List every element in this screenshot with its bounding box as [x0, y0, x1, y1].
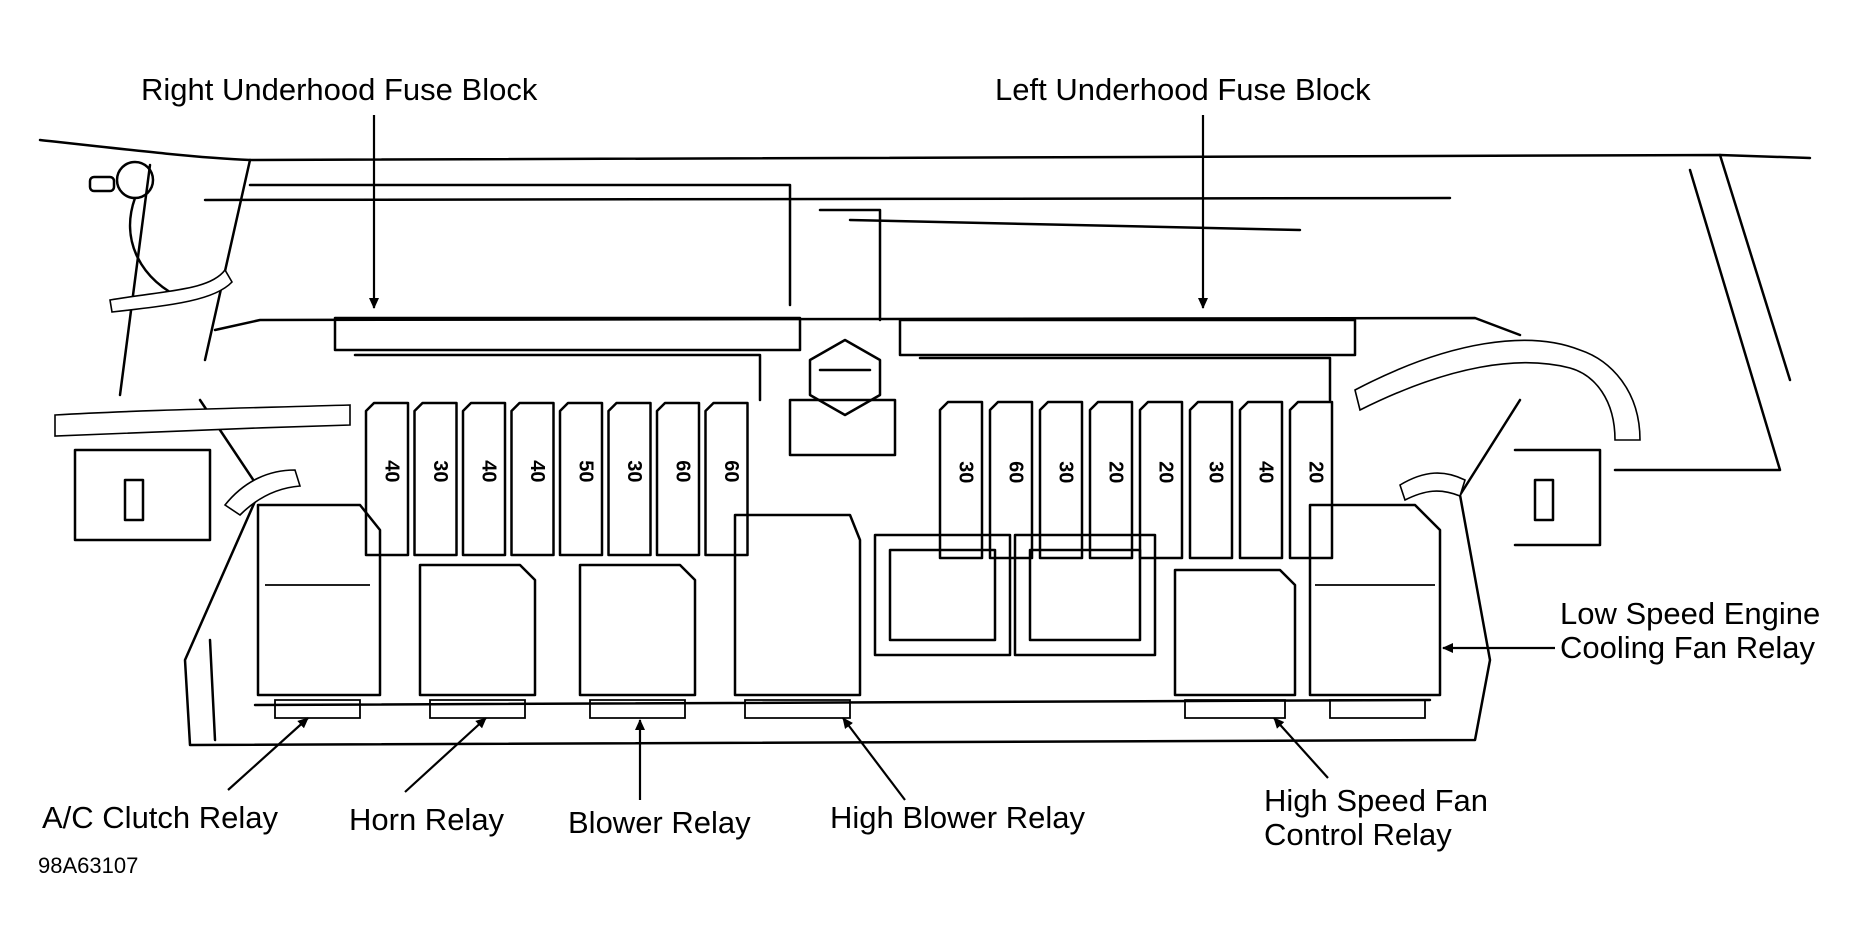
- left-block-fuse-rating: 30: [1055, 461, 1077, 483]
- horn-relay: [418, 563, 537, 719]
- right-block-fuse-rating: 30: [429, 460, 451, 482]
- right-block-fuse-4: 40: [510, 401, 555, 557]
- leader-high-speed-fan-relay: [1273, 717, 1329, 779]
- leader-ac-clutch-relay: [227, 717, 309, 791]
- right-block-fuse-5: 50: [558, 401, 604, 557]
- vehicle-outline: [38, 138, 1812, 472]
- right-block-fuse-rating: 40: [478, 460, 500, 482]
- left-block-fuse-rating: 30: [1205, 461, 1227, 483]
- left-block-fuse-rating: 30: [955, 461, 977, 483]
- left-block-fuse-7: 40: [1238, 400, 1284, 560]
- leader-high-blower-relay: [842, 717, 906, 801]
- right-block-fuse-8: 60: [704, 401, 749, 557]
- right-block-fuse-rating: 40: [381, 460, 403, 482]
- right-block-fuse-3: 40: [461, 401, 507, 557]
- label-high-speed-fan: High Speed Fan: [1264, 783, 1489, 818]
- right-block-fuse-rating: 30: [623, 460, 645, 482]
- label-horn-relay: Horn Relay: [349, 802, 505, 837]
- left-block-fuse-2: 60: [988, 400, 1034, 560]
- right-block-fuse-7: 60: [655, 401, 701, 557]
- label-right-underhood-fuse-block: Right Underhood Fuse Block: [141, 72, 538, 107]
- leader-lines: [227, 115, 1555, 801]
- right-block-fuse-1: 40: [364, 401, 410, 557]
- left-block-fuse-3: 30: [1038, 400, 1084, 560]
- label-blower-relay: Blower Relay: [568, 805, 751, 840]
- left-block-fuse-rating: 40: [1255, 461, 1277, 483]
- fuse-block-housing: [333, 316, 1357, 402]
- connector-sockets: [873, 533, 1157, 657]
- right-block-fuse-6: 30: [607, 401, 652, 557]
- left-block-fuse-1: 30: [938, 400, 984, 560]
- ac-clutch-relay: [256, 503, 382, 719]
- figure-id: 98A63107: [38, 853, 139, 878]
- right-block-fuse-rating: 40: [526, 460, 548, 482]
- label-control-relay: Control Relay: [1264, 817, 1452, 852]
- left-block-fuse-8: 20: [1288, 400, 1334, 560]
- leader-horn-relay: [404, 717, 487, 793]
- left-fuse-block: 30 60 30 20 20 30 40 20: [938, 400, 1334, 560]
- relays: [256, 503, 1442, 719]
- left-block-fuse-rating: 20: [1305, 461, 1327, 483]
- high-blower-relay: [733, 513, 862, 719]
- label-low-speed-engine: Low Speed Engine: [1560, 596, 1821, 631]
- label-high-blower-relay: High Blower Relay: [830, 800, 1085, 835]
- blower-relay: [578, 563, 697, 719]
- label-left-underhood-fuse-block: Left Underhood Fuse Block: [995, 72, 1371, 107]
- left-block-fuse-rating: 20: [1155, 461, 1177, 483]
- right-block-fuse-rating: 60: [672, 460, 694, 482]
- right-block-fuse-rating: 60: [720, 460, 742, 482]
- right-fuse-block: 40 30 40 40 50 30 60 60: [364, 401, 749, 557]
- low-speed-engine-cooling-fan-relay: [1308, 503, 1442, 719]
- left-block-fuse-rating: 20: [1105, 461, 1127, 483]
- left-block-fuse-4: 20: [1088, 400, 1134, 560]
- right-block-fuse-2: 30: [413, 401, 458, 557]
- high-speed-fan-control-relay: [1173, 568, 1297, 719]
- center-bolt: [788, 338, 897, 457]
- label-cooling-fan-relay: Cooling Fan Relay: [1560, 630, 1816, 665]
- left-block-fuse-6: 30: [1188, 400, 1234, 560]
- wiring-harness: [54, 268, 1641, 517]
- left-block-fuse-5: 20: [1138, 400, 1184, 560]
- left-block-fuse-rating: 60: [1005, 461, 1027, 483]
- label-ac-clutch-relay: A/C Clutch Relay: [42, 800, 279, 835]
- right-block-fuse-rating: 50: [575, 460, 597, 482]
